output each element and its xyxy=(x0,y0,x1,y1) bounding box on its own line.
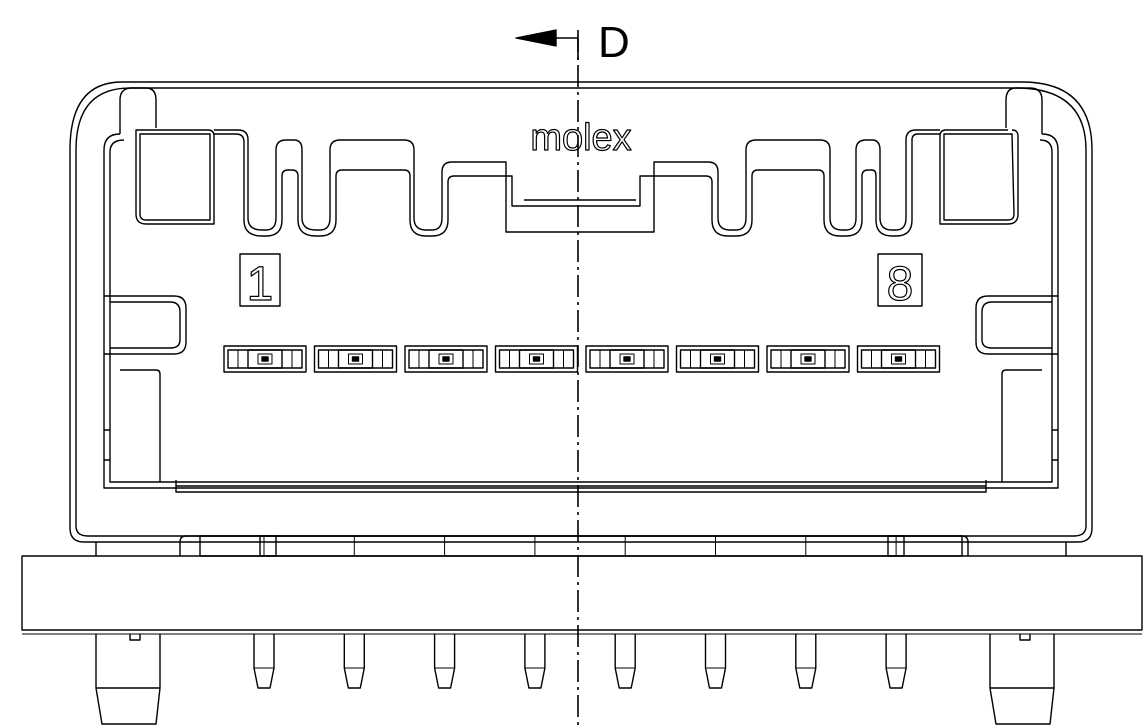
pin-label-first: 1 xyxy=(239,253,281,312)
pcb-pin xyxy=(343,634,365,689)
mounting-post-right xyxy=(989,634,1055,725)
pcb-pin xyxy=(704,634,727,689)
pcb-pin xyxy=(433,634,456,689)
connector-housing xyxy=(69,81,1093,543)
mounting-post-left xyxy=(95,634,161,725)
pcb-pin xyxy=(795,634,817,689)
section-marker-label: D xyxy=(598,18,630,67)
pin-label-last: 8 xyxy=(877,253,923,312)
pcb-pin xyxy=(614,634,636,689)
pin-label-last-text: 8 xyxy=(887,258,914,311)
terminal-slot xyxy=(404,345,488,373)
terminal-slot xyxy=(223,345,307,373)
terminal-slot xyxy=(856,345,941,373)
terminal-slot xyxy=(494,345,579,373)
pin-label-first-text: 1 xyxy=(247,258,274,311)
terminal-slot xyxy=(675,345,760,373)
brand-logo-text: molex xyxy=(530,117,631,159)
terminal-slot xyxy=(766,345,850,373)
terminal-slot xyxy=(585,345,669,373)
terminal-slot xyxy=(313,345,398,373)
pcb-pins xyxy=(253,536,907,689)
terminal-slots xyxy=(223,345,941,373)
pcb-pin xyxy=(524,634,546,689)
keying-profile xyxy=(135,129,1019,237)
section-arrow: D xyxy=(515,18,630,67)
pcb-pin xyxy=(253,634,275,689)
pcb-base xyxy=(21,535,1143,635)
pcb-pin xyxy=(885,634,907,689)
